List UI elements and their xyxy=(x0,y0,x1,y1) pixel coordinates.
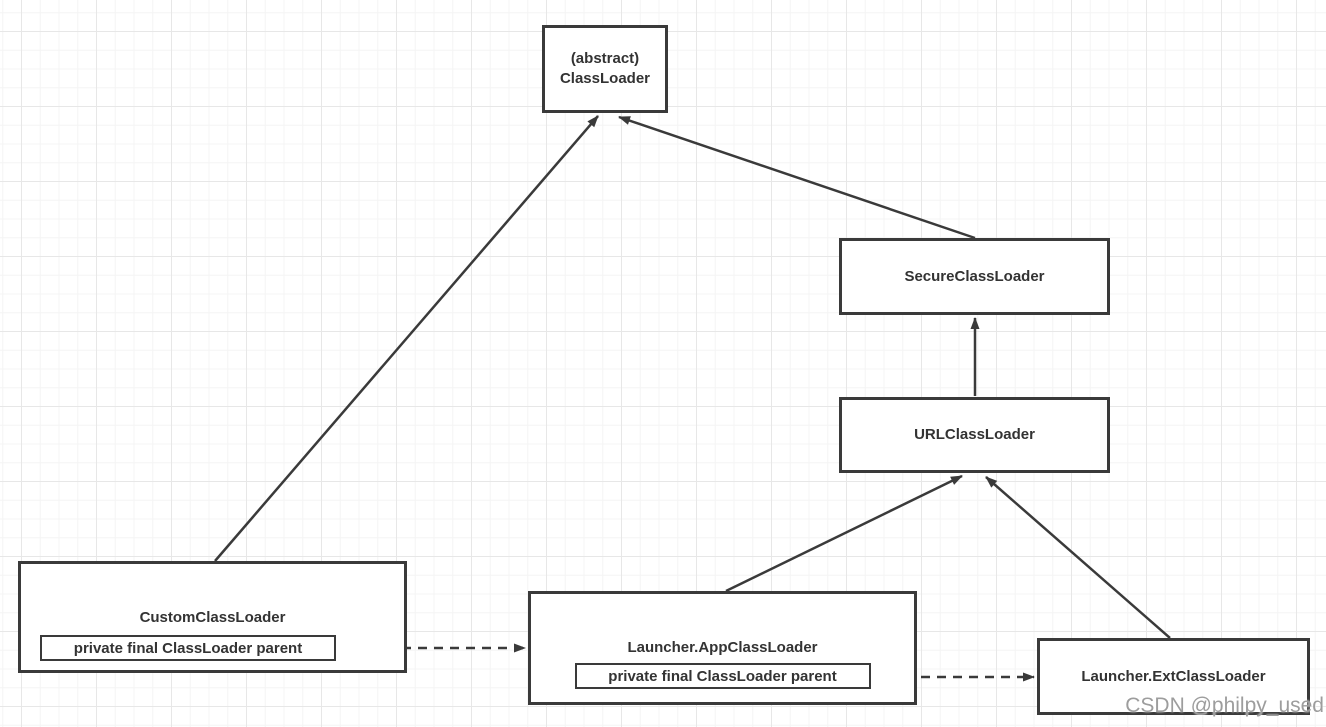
node-classloader: (abstract) ClassLoader xyxy=(542,25,668,113)
node-secureclassloader-title: SecureClassLoader xyxy=(904,267,1045,285)
node-classloader-title: ClassLoader xyxy=(559,70,651,87)
node-customclassloader: CustomClassLoader private final ClassLoa… xyxy=(18,561,407,673)
node-classloader-stereotype: (abstract) xyxy=(570,50,640,67)
field-customclassloader-parent: private final ClassLoader parent xyxy=(40,635,336,661)
node-secureclassloader: SecureClassLoader xyxy=(839,238,1110,315)
node-appclassloader: Launcher.AppClassLoader private final Cl… xyxy=(528,591,917,705)
node-urlclassloader-title: URLClassLoader xyxy=(914,426,1035,443)
node-urlclassloader: URLClassLoader xyxy=(839,397,1110,473)
edge-secure-extends-classloader xyxy=(618,115,976,240)
field-appclassloader-parent: private final ClassLoader parent xyxy=(574,663,871,689)
node-extclassloader-title: Launcher.ExtClassLoader xyxy=(1081,667,1266,685)
edge-ext-extends-url xyxy=(985,476,1171,639)
node-customclassloader-title: CustomClassLoader xyxy=(139,609,286,626)
node-extclassloader: Launcher.ExtClassLoader xyxy=(1037,638,1310,715)
edge-app-extends-url xyxy=(725,474,963,593)
csdn-watermark: CSDN @philpy_used xyxy=(1125,694,1324,717)
node-appclassloader-title: Launcher.AppClassLoader xyxy=(627,639,818,656)
edge-custom-extends-classloader xyxy=(214,115,599,562)
